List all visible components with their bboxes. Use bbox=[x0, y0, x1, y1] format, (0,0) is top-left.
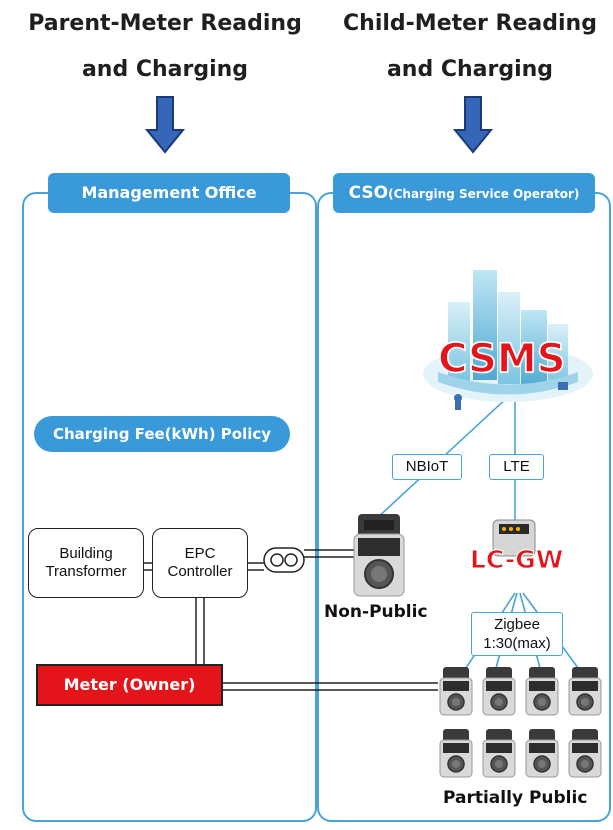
csms-label: CSMS bbox=[437, 335, 566, 383]
management-office-tab: Management Office bbox=[48, 173, 290, 213]
partially-public-label: Partially Public bbox=[443, 788, 588, 808]
parent-heading-line1: Parent-Meter Reading bbox=[28, 11, 302, 36]
down-arrow-icon bbox=[453, 96, 493, 154]
epc-controller-line2: Controller bbox=[167, 563, 233, 580]
ev-charger-icon bbox=[482, 667, 516, 716]
zigbee-line2: 1:30(max) bbox=[483, 635, 551, 652]
lc-gw-label: LC-GW bbox=[469, 545, 564, 575]
ev-charger-icon bbox=[482, 729, 516, 778]
connector-plug-icon bbox=[263, 547, 305, 573]
partially-public-charger-grid bbox=[438, 666, 608, 780]
nbiot-tag: NBIoT bbox=[392, 454, 462, 480]
non-public-label: Non-Public bbox=[324, 602, 428, 622]
ev-charger-icon bbox=[568, 667, 602, 716]
zigbee-line1: Zigbee bbox=[494, 616, 540, 633]
lte-tag: LTE bbox=[489, 454, 544, 480]
ev-charger-icon bbox=[439, 729, 473, 778]
ev-charger-icon bbox=[525, 729, 559, 778]
child-heading-line2: and Charging bbox=[386, 57, 554, 82]
zigbee-tag: Zigbee 1:30(max) bbox=[471, 612, 563, 656]
meter-owner-box: Meter (Owner) bbox=[36, 664, 223, 706]
cso-sub-label: (Charging Service Operator) bbox=[388, 187, 580, 201]
lc-gw-device-icon bbox=[492, 519, 536, 557]
ev-charger-icon bbox=[525, 667, 559, 716]
management-office-label: Management Office bbox=[81, 183, 257, 202]
ev-charger-icon bbox=[439, 667, 473, 716]
building-transformer-line1: Building bbox=[59, 545, 113, 562]
down-arrow-icon bbox=[145, 96, 185, 154]
building-transformer-box: Building Transformer bbox=[28, 528, 144, 598]
charging-fee-policy: Charging Fee(kWh) Policy bbox=[34, 416, 290, 452]
epc-controller-box: EPC Controller bbox=[152, 528, 248, 598]
management-office-panel bbox=[22, 192, 317, 822]
cso-label: CSO bbox=[348, 183, 389, 203]
cso-panel bbox=[317, 192, 611, 822]
cso-tab: CSO(Charging Service Operator) bbox=[333, 173, 595, 213]
epc-controller-line1: EPC bbox=[184, 545, 216, 562]
ev-charger-icon bbox=[353, 514, 405, 597]
building-transformer-line2: Transformer bbox=[45, 563, 127, 580]
child-heading-line1: Child-Meter Reading bbox=[343, 11, 597, 36]
csms-buildings-icon bbox=[423, 270, 593, 410]
ev-charger-icon bbox=[568, 729, 602, 778]
parent-heading-line2: and Charging bbox=[81, 57, 249, 82]
